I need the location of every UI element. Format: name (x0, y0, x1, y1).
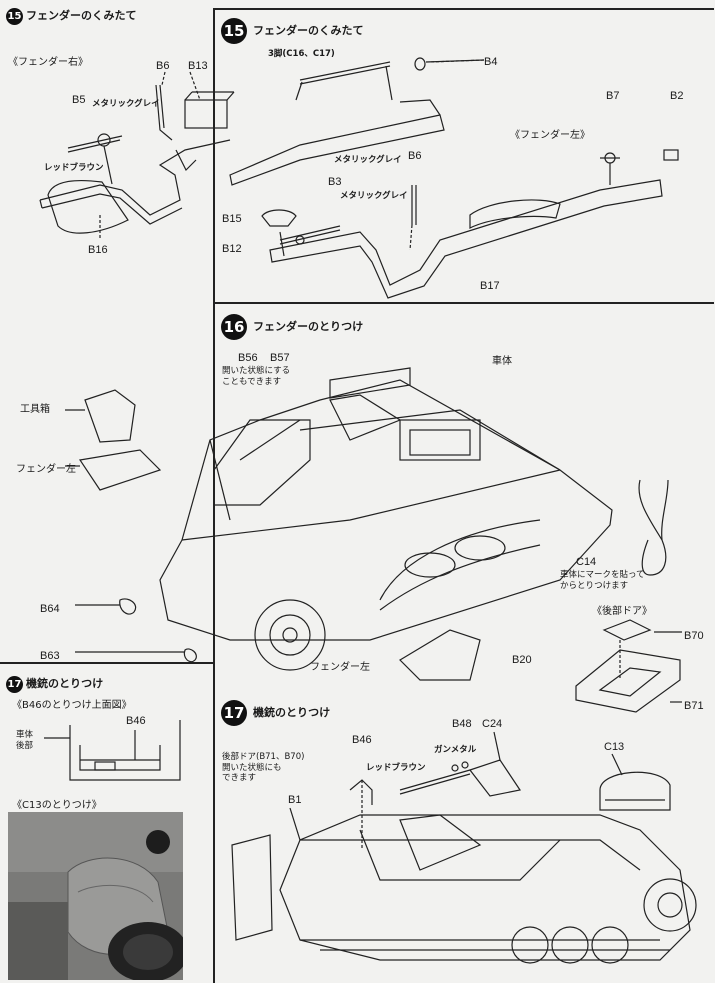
part-b4-label: B4 (484, 56, 498, 68)
part-b57-label: B57 (270, 352, 290, 364)
fender-left-label-2: フェンダー左 (310, 662, 370, 673)
part-b63-label: B63 (40, 650, 60, 662)
step-number: 16 (223, 318, 245, 336)
part-b20-label: B20 (512, 654, 532, 666)
part-b64-label: B64 (40, 603, 60, 615)
red-brown-label-2: レッドブラウン (366, 763, 426, 773)
step-number: 17 (7, 679, 22, 690)
right-fender-subtitle: 《フェンダー右》 (8, 57, 88, 68)
part-b46-main-label: B46 (352, 734, 372, 746)
c13-attach-subtitle: 《C13のとりつけ》 (12, 800, 102, 811)
left-fender-subtitle: 《フェンダー左》 (510, 130, 590, 141)
part-c13-label: C13 (604, 741, 625, 753)
part-b15-label: B15 (222, 213, 242, 225)
step-15-badge-left: 15 (6, 8, 23, 25)
c16-c17-label: 3脚(C16、C17) (268, 49, 335, 59)
c13-reference-photo (8, 812, 183, 980)
rear-door-drawing (575, 619, 682, 713)
open-state-note: 開いた状態にする こともできます (222, 366, 291, 387)
part-b70-label: B70 (684, 630, 704, 642)
part-b6b-label: B6 (408, 150, 422, 162)
photo-illustration (8, 812, 183, 980)
horizontal-divider-mid (214, 302, 714, 304)
part-b3-label: B3 (328, 176, 342, 188)
horizontal-divider-top (214, 8, 714, 10)
step-16-badge: 16 (221, 314, 247, 340)
step-15-title-left: フェンダーのくみたて (26, 9, 137, 22)
part-b16-label: B16 (88, 244, 108, 256)
tool-box-label: 工具箱 (20, 404, 50, 415)
gunmetal-label: ガンメタル (434, 745, 477, 755)
part-b5-label: B5 (72, 94, 86, 106)
horizontal-divider-left (0, 662, 214, 664)
c14-decal-note: 車体にマークを貼って からとりつけます (560, 570, 645, 591)
part-b6-label: B6 (156, 60, 170, 72)
part-b71-label: B71 (684, 700, 704, 712)
part-b46-left-label: B46 (126, 715, 146, 727)
main-fenders-drawing (229, 57, 679, 299)
step-16-title: フェンダーのとりつけ (253, 320, 364, 333)
part-b2-label: B2 (670, 90, 684, 102)
red-brown-label-1: レッドブラウン (44, 163, 104, 173)
step-17-title-left: 機銃のとりつけ (26, 677, 104, 690)
step-number: 15 (223, 22, 245, 40)
metallic-grey-label-2: メタリックグレイ (334, 155, 402, 165)
part-c14-label: C14 (576, 556, 597, 568)
part-b1-label: B1 (288, 794, 302, 806)
step-17-badge-main: 17 (221, 700, 247, 726)
metallic-grey-label-3: メタリックグレイ (340, 191, 408, 201)
step-17-title-main: 機銃のとりつけ (253, 706, 331, 719)
fender-left-label-1: フェンダー左 (16, 464, 76, 475)
b46-top-view-drawing (44, 720, 181, 781)
step-number: 15 (7, 11, 22, 22)
part-b17-label: B17 (480, 280, 500, 292)
body-rear-label: 車体 後部 (16, 730, 34, 751)
step-number: 17 (223, 704, 245, 722)
part-b12-label: B12 (222, 243, 242, 255)
part-b7-label: B7 (606, 90, 620, 102)
part-b56-label: B56 (238, 352, 258, 364)
step-15-badge-main: 15 (221, 18, 247, 44)
part-b48-label: B48 (452, 718, 472, 730)
step-15-title-main: フェンダーのくみたて (253, 24, 364, 37)
part-c24-label: C24 (482, 718, 503, 730)
b46-top-view-subtitle: 《B46のとりつけ上面図》 (12, 700, 132, 711)
right-fender-drawing (39, 71, 235, 240)
metallic-grey-label-1: メタリックグレイ (92, 99, 160, 109)
rear-door-subtitle: 《後部ドア》 (592, 606, 652, 617)
part-b13-label: B13 (188, 60, 208, 72)
halftrack-body-drawing (65, 367, 669, 681)
step-17-badge-left: 17 (6, 676, 23, 693)
rear-door-open-note: 後部ドア(B71、B70) 開いた状態にも できます (222, 752, 305, 784)
body-label: 車体 (492, 356, 512, 367)
